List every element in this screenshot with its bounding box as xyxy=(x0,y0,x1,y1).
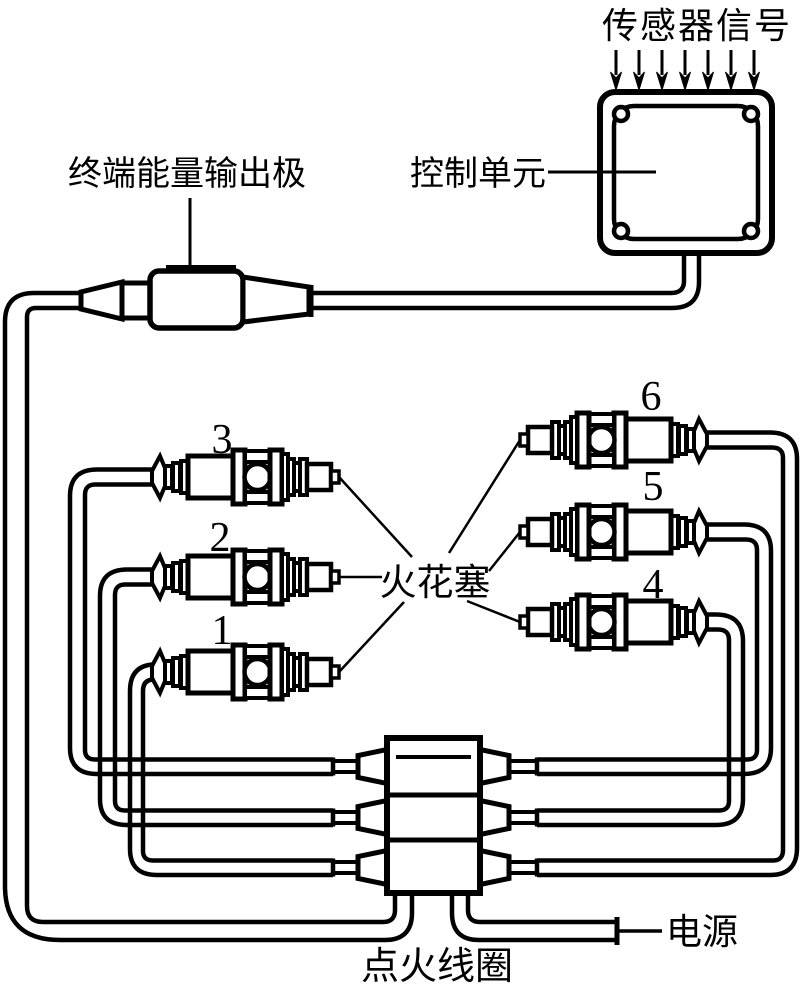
down-arrow-icon xyxy=(701,48,715,92)
down-arrow-icon xyxy=(609,48,623,92)
down-arrow-icon xyxy=(678,48,692,92)
sensor-signal-label: 传感器信号 xyxy=(602,6,792,46)
terminal-connector xyxy=(78,198,314,331)
spark-plug-1 xyxy=(152,645,339,699)
cable-plug1-to-coil xyxy=(127,662,333,878)
power-label: 电源 xyxy=(666,912,738,952)
spark-plug-3 xyxy=(152,450,339,504)
spark-plug-6 xyxy=(520,413,707,467)
cable-plug3-to-coil xyxy=(67,467,333,777)
spark-plug-4 xyxy=(520,595,707,649)
control-unit-label: 控制单元 xyxy=(410,155,546,193)
cable-plug6-to-coil xyxy=(537,430,800,878)
down-arrow-icon xyxy=(655,48,669,92)
spark-plug-2 xyxy=(152,550,339,604)
cable-plug5-to-coil xyxy=(537,522,774,777)
ignition-coil-label: 点火线圈 xyxy=(361,946,513,988)
coil-connector-right xyxy=(477,746,540,888)
screw-icon xyxy=(741,104,761,124)
down-arrow-icon xyxy=(724,48,738,92)
cable-terminal-to-coil xyxy=(2,290,415,943)
plug-number-2: 2 xyxy=(210,515,231,561)
spark-plug-leader-lines xyxy=(338,439,522,673)
coil-body xyxy=(384,735,483,896)
ignition-coil xyxy=(330,735,540,896)
down-arrow-icon xyxy=(747,48,761,92)
plug-number-4: 4 xyxy=(643,562,664,608)
screw-icon xyxy=(611,104,631,124)
plug-number-6: 6 xyxy=(641,374,662,420)
spark-plug-label: 火花塞 xyxy=(380,562,491,604)
plug-number-5: 5 xyxy=(643,464,664,510)
screw-icon xyxy=(741,221,761,241)
cable-coil-to-power xyxy=(449,893,662,945)
terminal-output-label: 终端能量输出极 xyxy=(68,155,306,193)
plug-number-3: 3 xyxy=(212,417,233,463)
cable-plug4-to-coil xyxy=(537,612,746,828)
screw-icon xyxy=(611,221,631,241)
control-unit-box xyxy=(548,89,775,256)
plug-number-1: 1 xyxy=(212,608,233,654)
cable-control-to-terminal xyxy=(311,253,702,311)
spark-plug-5 xyxy=(520,505,707,559)
coil-connector-left xyxy=(330,746,390,888)
down-arrow-icon xyxy=(632,48,646,92)
cable-plug2-to-coil xyxy=(97,567,333,828)
sensor-signal-arrows xyxy=(609,48,761,92)
